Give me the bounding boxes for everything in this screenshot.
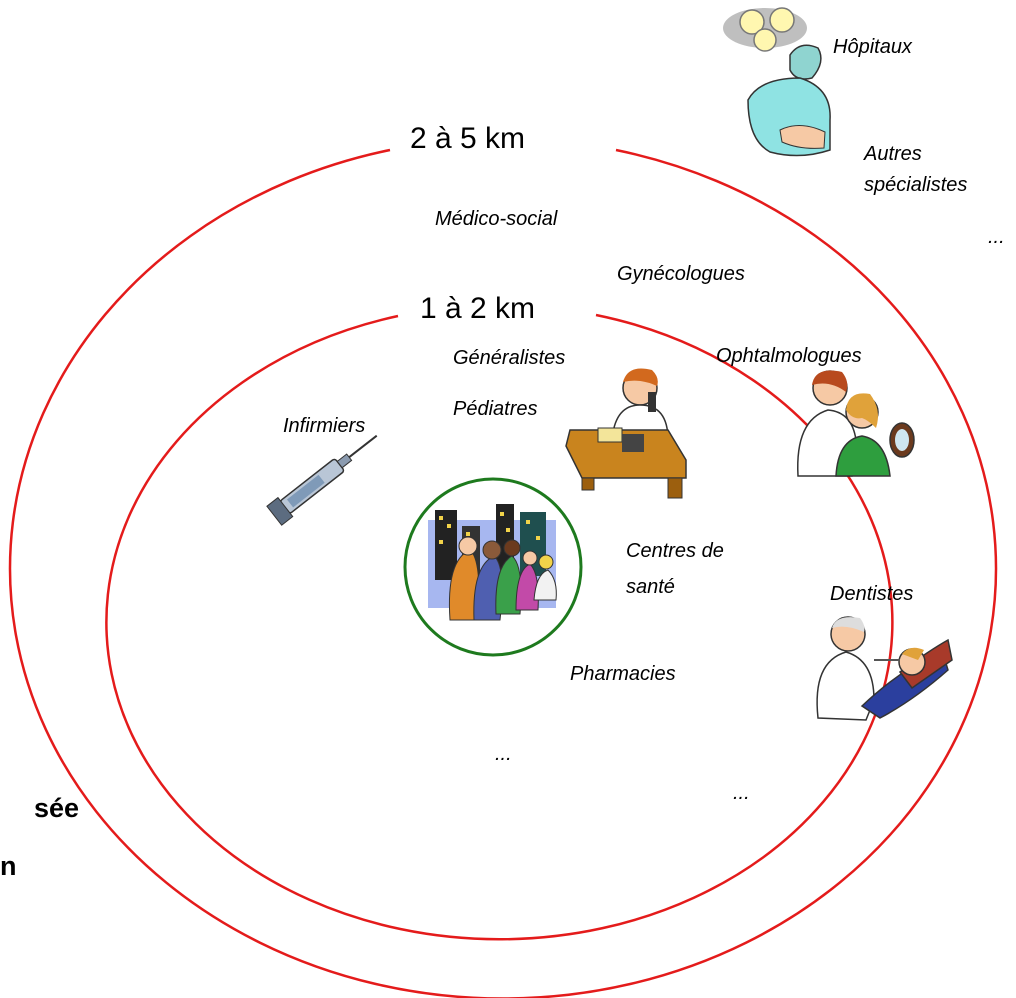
- outer-ring-label: 2 à 5 km: [410, 122, 525, 155]
- label-ophtalmologues: Ophtalmologues: [716, 345, 862, 367]
- label-hopitaux: Hôpitaux: [833, 36, 913, 58]
- label-infirmiers: Infirmiers: [283, 415, 365, 437]
- label-dentistes: Dentistes: [830, 583, 913, 605]
- label-pediatres: Pédiatres: [453, 398, 538, 420]
- label-centres-line1: Centres de: [626, 540, 724, 562]
- outer-ring: [8, 148, 998, 998]
- dentist-icon: [816, 616, 953, 721]
- inner-ring: [105, 313, 894, 941]
- label-medico-social: Médico-social: [435, 208, 558, 230]
- cropped-text-2: n: [0, 851, 17, 881]
- syringe-icon: [266, 434, 378, 526]
- center-circle: [403, 477, 583, 657]
- label-autres-line1: Autres: [863, 143, 922, 165]
- surgeon-icon: [723, 7, 831, 157]
- label-gynecologues: Gynécologues: [617, 263, 745, 285]
- optician-icon: [797, 370, 915, 477]
- doctor-phone-icon: [565, 368, 687, 499]
- label-inner-ellipsis: ...: [495, 743, 512, 765]
- label-centres-line2: santé: [626, 576, 675, 598]
- label-generalistes: Généralistes: [453, 347, 565, 369]
- cropped-text-1: sée: [34, 793, 79, 823]
- inner-ring-label: 1 à 2 km: [420, 292, 535, 325]
- community-icon: [428, 504, 557, 621]
- label-outer-ellipsis-bottom: ...: [733, 782, 750, 804]
- label-autres-line2: spécialistes: [864, 174, 967, 196]
- label-pharmacies: Pharmacies: [570, 663, 676, 685]
- label-outer-ellipsis-top: ...: [988, 226, 1005, 248]
